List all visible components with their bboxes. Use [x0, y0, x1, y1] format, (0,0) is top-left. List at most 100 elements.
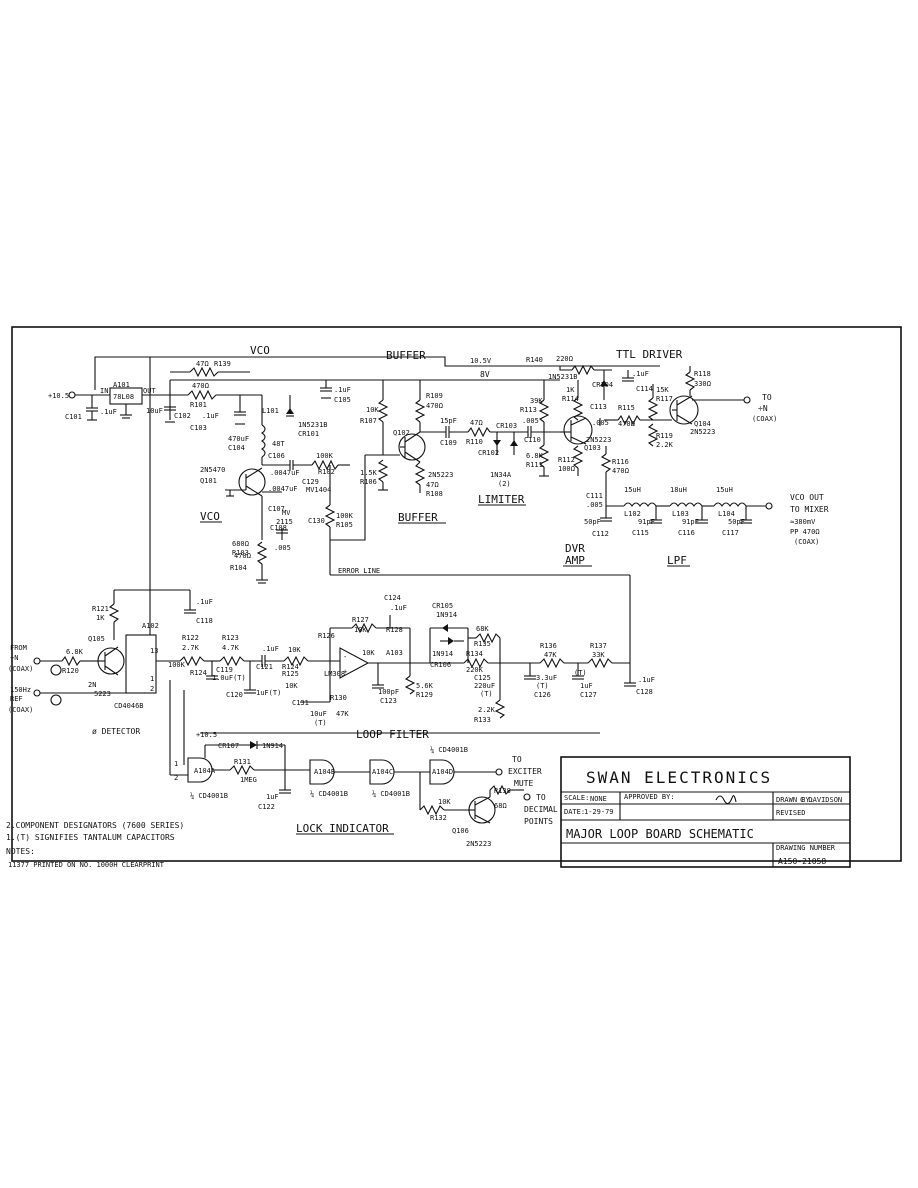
svg-text:¼ CD4001B: ¼ CD4001B: [190, 792, 228, 800]
svg-text:R127: R127: [352, 616, 369, 624]
svg-text:¼ CD4001B: ¼ CD4001B: [430, 746, 468, 754]
svg-text:÷N: ÷N: [10, 654, 18, 662]
svg-text:R125: R125: [282, 670, 299, 678]
svg-text:1MEG: 1MEG: [240, 776, 257, 784]
svg-text:A104C: A104C: [372, 768, 393, 776]
svg-text:R123: R123: [222, 634, 239, 642]
svg-text:NONE: NONE: [590, 795, 607, 803]
svg-text:A103: A103: [386, 649, 403, 657]
lock-indicator-section: 1 2 A104A ¼ CD4001B +10.5 CR107 1N914 R1…: [169, 680, 558, 848]
svg-text:2.2K: 2.2K: [478, 706, 496, 714]
svg-text:-: -: [343, 653, 347, 661]
svg-text:.005: .005: [592, 419, 609, 427]
svg-text:R118: R118: [694, 370, 711, 378]
svg-text:15K: 15K: [656, 386, 669, 394]
svg-text:¼ CD4001B: ¼ CD4001B: [310, 790, 348, 798]
svg-text:C113: C113: [590, 403, 607, 411]
svg-text:1K: 1K: [566, 386, 575, 394]
svg-text:R130: R130: [330, 694, 347, 702]
svg-text:330Ω: 330Ω: [694, 380, 712, 388]
svg-text:C109: C109: [440, 439, 457, 447]
svg-text:1.(T) SIGNIFIES TANTALUM CAPAC: 1.(T) SIGNIFIES TANTALUM CAPACITORS: [6, 833, 175, 842]
svg-text:C131: C131: [292, 699, 309, 707]
svg-text:C118: C118: [196, 617, 213, 625]
svg-text:A104D: A104D: [432, 768, 453, 776]
svg-text:VCO OUT: VCO OUT: [790, 493, 824, 502]
svg-text:R114: R114: [562, 395, 579, 403]
regulator-a101: +10.5 A101 78L08 IN OUT C101 .1uF 10uF C…: [48, 380, 219, 432]
limiter-section: 15pF C109 47Ω R110 CR103 CR102 1N34A (2)…: [420, 380, 560, 506]
svg-text:REF: REF: [10, 695, 23, 703]
approval-signature: [715, 795, 737, 805]
drawing-title: MAJOR LOOP BOARD SCHEMATIC: [566, 827, 754, 841]
vco-top-label: VCO: [250, 344, 270, 357]
svg-text:L103: L103: [672, 510, 689, 518]
rail-8v: 8V: [480, 370, 490, 379]
svg-text:R121: R121: [92, 605, 109, 613]
svg-text:R120: R120: [62, 667, 79, 675]
svg-text:13: 13: [150, 647, 158, 655]
svg-text:A104B: A104B: [314, 768, 335, 776]
svg-text:LM308: LM308: [324, 670, 345, 678]
svg-text:.1uF: .1uF: [638, 676, 655, 684]
svg-text:R104: R104: [230, 564, 247, 572]
svg-text:C116: C116: [678, 529, 695, 537]
svg-text:IN: IN: [100, 387, 108, 395]
svg-text:C119: C119: [216, 666, 233, 674]
svg-text:5.6K: 5.6K: [416, 682, 434, 690]
svg-text:C127: C127: [580, 691, 597, 699]
svg-text:R135: R135: [474, 640, 491, 648]
svg-text:470Ω: 470Ω: [234, 552, 252, 560]
svg-text:10uF: 10uF: [310, 710, 327, 718]
svg-text:TO MIXER: TO MIXER: [790, 505, 829, 514]
svg-text:DRAWING NUMBER: DRAWING NUMBER: [776, 844, 836, 852]
svg-text:C106: C106: [268, 452, 285, 460]
svg-text:150Hz: 150Hz: [10, 686, 31, 694]
svg-text:10K: 10K: [438, 798, 451, 806]
svg-text:1N5231B: 1N5231B: [548, 373, 578, 381]
svg-text:18uH: 18uH: [670, 486, 687, 494]
svg-text:2115: 2115: [276, 518, 293, 526]
svg-text:R132: R132: [430, 814, 447, 822]
svg-text:R107: R107: [360, 417, 377, 425]
error-line-label: ERROR LINE: [338, 567, 380, 575]
drawing-number: A150-21058: [778, 857, 826, 866]
amp-label: AMP: [565, 554, 585, 567]
svg-text:100K: 100K: [336, 512, 354, 520]
svg-text:.0047uF: .0047uF: [270, 469, 300, 477]
svg-text:CR102: CR102: [478, 449, 499, 457]
svg-text:33K: 33K: [592, 651, 605, 659]
svg-text:C110: C110: [524, 436, 541, 444]
svg-text:C121: C121: [256, 663, 273, 671]
svg-text:2N5223: 2N5223: [690, 428, 715, 436]
svg-text:CR103: CR103: [496, 422, 517, 430]
svg-text:(2): (2): [498, 480, 511, 488]
svg-text:L101: L101: [262, 407, 279, 415]
svg-text:10K: 10K: [288, 646, 301, 654]
svg-text:.1uF: .1uF: [390, 604, 407, 612]
svg-text:6.8K: 6.8K: [66, 648, 84, 656]
svg-text:(T): (T): [314, 719, 327, 727]
svg-text:DRAWN BY:: DRAWN BY:: [776, 796, 814, 804]
svg-text:.005: .005: [586, 501, 603, 509]
svg-text:6.8K: 6.8K: [526, 452, 544, 460]
buffer-top-label: BUFFER: [386, 349, 426, 362]
svg-text:.1uF: .1uF: [632, 370, 649, 378]
svg-text:2.COMPONENT DESIGNATORS (7600: 2.COMPONENT DESIGNATORS (7600 SERIES): [6, 821, 184, 830]
svg-text:R105: R105: [336, 521, 353, 529]
svg-text:REVISED: REVISED: [776, 809, 806, 817]
svg-text:C112: C112: [592, 530, 609, 538]
svg-text:≈380mV: ≈380mV: [790, 518, 816, 526]
svg-text:R116: R116: [612, 458, 629, 466]
dvr-label: DVR: [565, 542, 585, 555]
svg-text:POINTS: POINTS: [524, 817, 553, 826]
svg-text:R122: R122: [182, 634, 199, 642]
svg-text:L102: L102: [624, 510, 641, 518]
svg-text:C123: C123: [380, 697, 397, 705]
svg-text:39K: 39K: [530, 397, 543, 405]
svg-text:R113: R113: [520, 406, 537, 414]
svg-text:R128: R128: [386, 626, 403, 634]
svg-text:L104: L104: [718, 510, 735, 518]
svg-text:R101: R101: [190, 401, 207, 409]
svg-text:MV1404: MV1404: [306, 486, 331, 494]
